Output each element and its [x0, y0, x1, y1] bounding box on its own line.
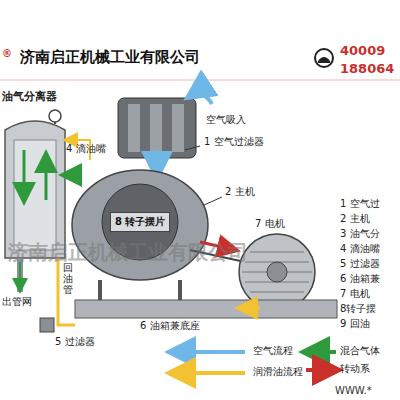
header-rule [0, 80, 400, 81]
callout-label: 2 主机 [225, 186, 255, 198]
part-name: 油气分离器 [2, 90, 57, 103]
phone-number: 188064 [340, 61, 394, 77]
callout-label: 7 电机 [255, 218, 285, 230]
air-intake-arrow [190, 93, 212, 104]
callout-label: 回油管 [63, 262, 73, 295]
filter-band [172, 104, 184, 152]
filter-band [128, 104, 140, 152]
mixed-flow-arrow [19, 262, 21, 290]
callout-label: 5 过滤器 [55, 336, 95, 348]
callout-label: 1 空气过滤器 [204, 136, 264, 148]
callout-label: 4 滴油嘴 [66, 143, 106, 155]
registered-mark: ® [2, 48, 12, 60]
leader-line [185, 146, 200, 150]
tank-inner [14, 140, 56, 250]
legend-text: 润滑油流程 [253, 366, 303, 378]
pump-foot [178, 280, 182, 300]
part-list-item: 8转子摆 [340, 303, 376, 315]
filter-band [150, 104, 162, 152]
rotor-label-box: 8 转子摆片 [110, 212, 170, 232]
motor [239, 234, 315, 310]
legend-text: 混合气体 [340, 345, 380, 357]
oil-filter [40, 318, 54, 332]
oil-return-pipe [58, 258, 75, 325]
phone-number: 40009 [340, 43, 385, 59]
watermark: WWW.* [335, 385, 372, 397]
part-list-item: 5 过滤器 [340, 258, 380, 270]
node-text: 8 转子摆片 [115, 215, 165, 229]
legend-oil-arrow [172, 371, 245, 375]
part-list-item: 2 主机 [340, 213, 370, 225]
mixed-flow-arrow [23, 150, 26, 200]
part-list-item: 9 回油 [340, 318, 370, 330]
part-list-item: 7 电机 [340, 288, 370, 300]
leader-line [204, 197, 222, 205]
company-title: 济南启正机械工业有限公司 [20, 48, 200, 66]
pressure-gauge [49, 110, 61, 122]
callout-label: 空气吸入 [206, 114, 246, 126]
legend-drive-arrow [306, 368, 336, 372]
legend-air-arrow [172, 350, 245, 354]
phone-icon [315, 49, 333, 67]
separator-tank [5, 121, 65, 258]
oil-tank-base [75, 300, 337, 318]
phone-icon [318, 57, 330, 63]
watermark: 济南启正机械工业有限公司 [8, 240, 248, 264]
legend-text: 转动系 [340, 363, 370, 375]
legend-text: 空气流程 [253, 345, 293, 357]
mixed-flow-arrow [45, 155, 48, 200]
part-list-item: 3 油气分 [340, 228, 380, 240]
part-list-item: 4 滴油嘴 [340, 243, 380, 255]
part-list-item: 1 空气过 [340, 198, 380, 210]
motor-shaft [267, 262, 287, 282]
part-list-item: 6 油箱兼 [340, 273, 380, 285]
legend-mix-arrow [306, 350, 336, 354]
mixed-flow-arrow [64, 174, 79, 177]
callout-label: 出管网 [2, 296, 32, 308]
pump-foot [98, 280, 102, 300]
motor-fins [242, 252, 312, 292]
callout-label: 6 油箱兼底座 [140, 320, 200, 332]
air-filter [118, 98, 196, 158]
oil-flow-arrow [240, 307, 260, 310]
